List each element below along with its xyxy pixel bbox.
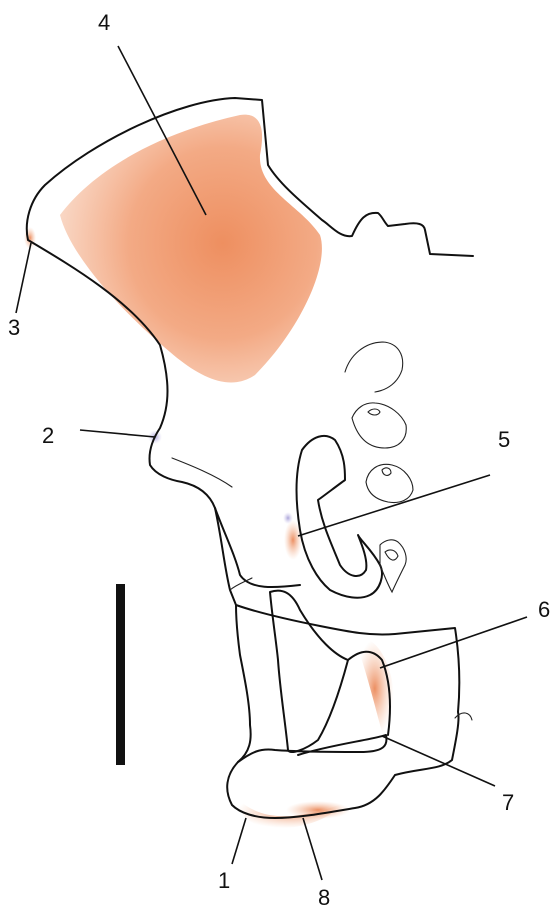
surface-line-b — [230, 578, 252, 590]
label-3: 3 — [8, 315, 20, 340]
leader-2 — [80, 430, 155, 437]
region-5-bluish — [283, 512, 293, 524]
upper-body-c-hole — [382, 468, 391, 476]
leader-6 — [380, 617, 527, 668]
limb-inner-outline — [238, 735, 387, 762]
label-2: 2 — [42, 423, 54, 448]
upper-body-c — [366, 464, 413, 502]
small-process — [380, 540, 406, 592]
leader-7 — [382, 736, 495, 786]
label-5: 5 — [498, 427, 510, 452]
region-4-shading — [60, 115, 322, 383]
leader-8 — [303, 818, 322, 880]
leader-3 — [16, 243, 31, 313]
scale-bar — [116, 584, 125, 765]
leader-5 — [298, 475, 490, 536]
label-1: 1 — [218, 868, 230, 893]
label-6: 6 — [538, 597, 550, 622]
label-8: 8 — [318, 885, 330, 910]
small-process-inner — [385, 550, 398, 560]
central-structure — [297, 436, 382, 598]
leader-1 — [232, 818, 246, 864]
foramen-outline — [270, 591, 348, 752]
upper-body-b — [352, 403, 406, 448]
label-4: 4 — [98, 10, 110, 35]
upper-body-a — [345, 342, 403, 392]
label-7: 7 — [502, 790, 514, 815]
upper-body-b-hole — [368, 409, 380, 415]
